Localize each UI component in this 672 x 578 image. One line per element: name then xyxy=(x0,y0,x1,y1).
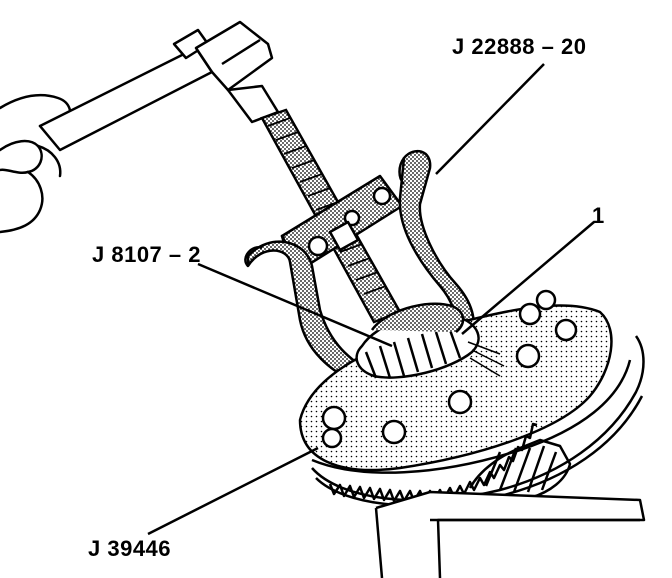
leader-tool-puller xyxy=(435,63,545,175)
bearing xyxy=(355,302,505,379)
leader-tool-pilot xyxy=(197,262,393,348)
holder-block xyxy=(374,490,646,578)
ratchet-handle xyxy=(38,20,280,152)
callout-tool-pilot: J 8107 – 2 xyxy=(92,242,201,267)
callout-tool-holder: J 39446 xyxy=(88,536,172,561)
leader-item-one xyxy=(461,221,595,335)
leader-lines xyxy=(147,63,595,536)
callout-tool-puller: J 22888 – 20 xyxy=(452,34,587,59)
callout-item-one: 1 xyxy=(592,203,605,228)
leader-tool-holder xyxy=(147,446,319,536)
